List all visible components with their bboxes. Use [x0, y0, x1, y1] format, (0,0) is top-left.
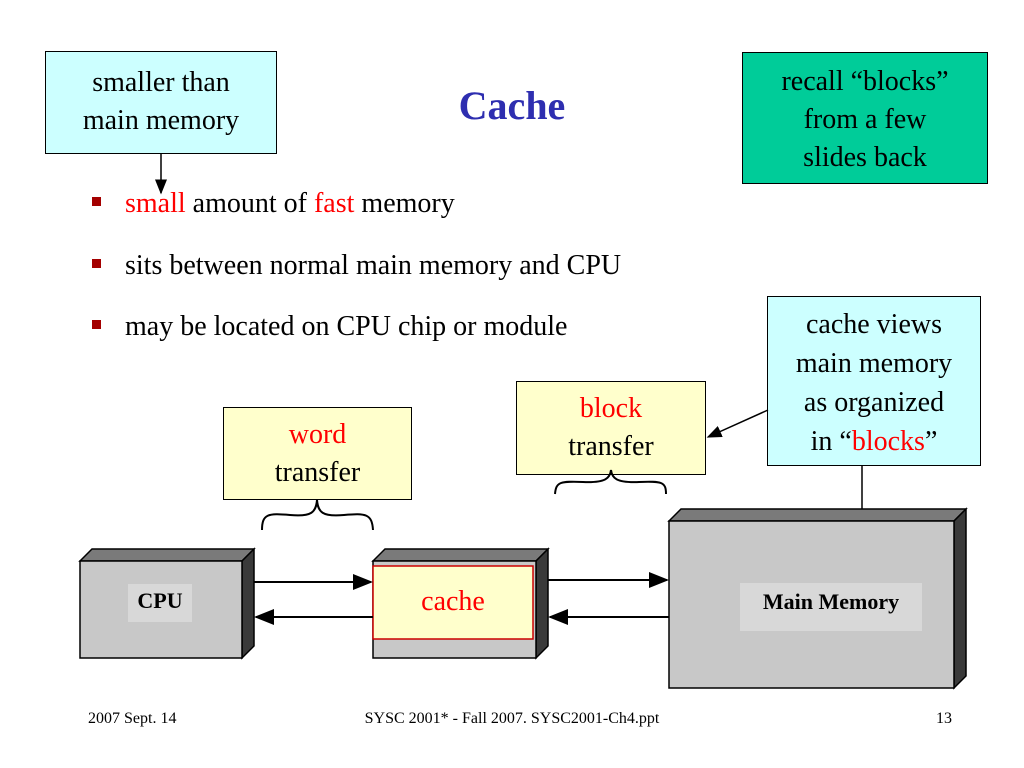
word-transfer-brace [261, 499, 374, 531]
main-memory-box [667, 507, 968, 690]
bullet-text-part: amount of [185, 188, 314, 219]
callout-recall-blocks: recall “blocks” from a few slides back [742, 52, 988, 184]
callout-line: main memory [82, 105, 240, 136]
callout-line: smaller than [92, 67, 230, 98]
callout-line: recall “blocks” [781, 66, 949, 97]
callout-line: slides back [803, 142, 927, 173]
footer-course: SYSC 2001* - Fall 2007. SYSC2001-Ch4.ppt [364, 710, 660, 727]
cpu-label: CPU [137, 588, 183, 613]
callout-line: cache views [805, 309, 943, 340]
callout-pointer-arrow [706, 409, 769, 438]
bullet-text-part: memory [354, 188, 455, 219]
callout-line: transfer [568, 431, 654, 462]
slide-title: Cache [458, 83, 566, 128]
block-transfer-brace [554, 469, 667, 495]
bullet-text: sits between normal main memory and CPU [125, 250, 622, 281]
cpu-box [78, 547, 256, 660]
bullet-item: small amount of fast memory [92, 188, 455, 220]
bullet-marker [92, 196, 101, 206]
bullet-text: may be located on CPU chip or module [125, 311, 568, 342]
callout-text-part: ” [924, 426, 938, 457]
bullet-marker [92, 258, 101, 268]
callout-block-transfer: block transfer [516, 381, 706, 475]
callout-cache-views: cache views main memory as organized in … [767, 296, 981, 466]
callout-line: block [579, 393, 643, 424]
cache-box [371, 547, 550, 660]
bullet-item: sits between normal main memory and CPU [92, 250, 621, 282]
callout-line: from a few [803, 104, 927, 135]
bullet-marker [92, 319, 101, 329]
cache-label: cache [421, 586, 485, 617]
callout-text-part: in “ [810, 426, 852, 457]
main-memory-label: Main Memory [762, 589, 900, 614]
callout-word-transfer: word transfer [223, 407, 412, 500]
footer-date: 2007 Sept. 14 [88, 710, 177, 727]
bullet-item: may be located on CPU chip or module [92, 311, 567, 343]
callout-line: transfer [274, 457, 361, 488]
callout-line: as organized [803, 387, 945, 418]
footer-page-number: 13 [936, 710, 952, 727]
callout-line: in “blocks” [768, 422, 980, 461]
bullet-text-part: fast [313, 188, 355, 219]
bullet-text: small amount of fast memory [125, 188, 455, 220]
callout-text-part: blocks [851, 426, 925, 457]
callout-smaller-than-main-memory: smaller than main memory [45, 51, 277, 154]
callout-line: word [288, 419, 347, 450]
callout-line: main memory [795, 348, 953, 379]
